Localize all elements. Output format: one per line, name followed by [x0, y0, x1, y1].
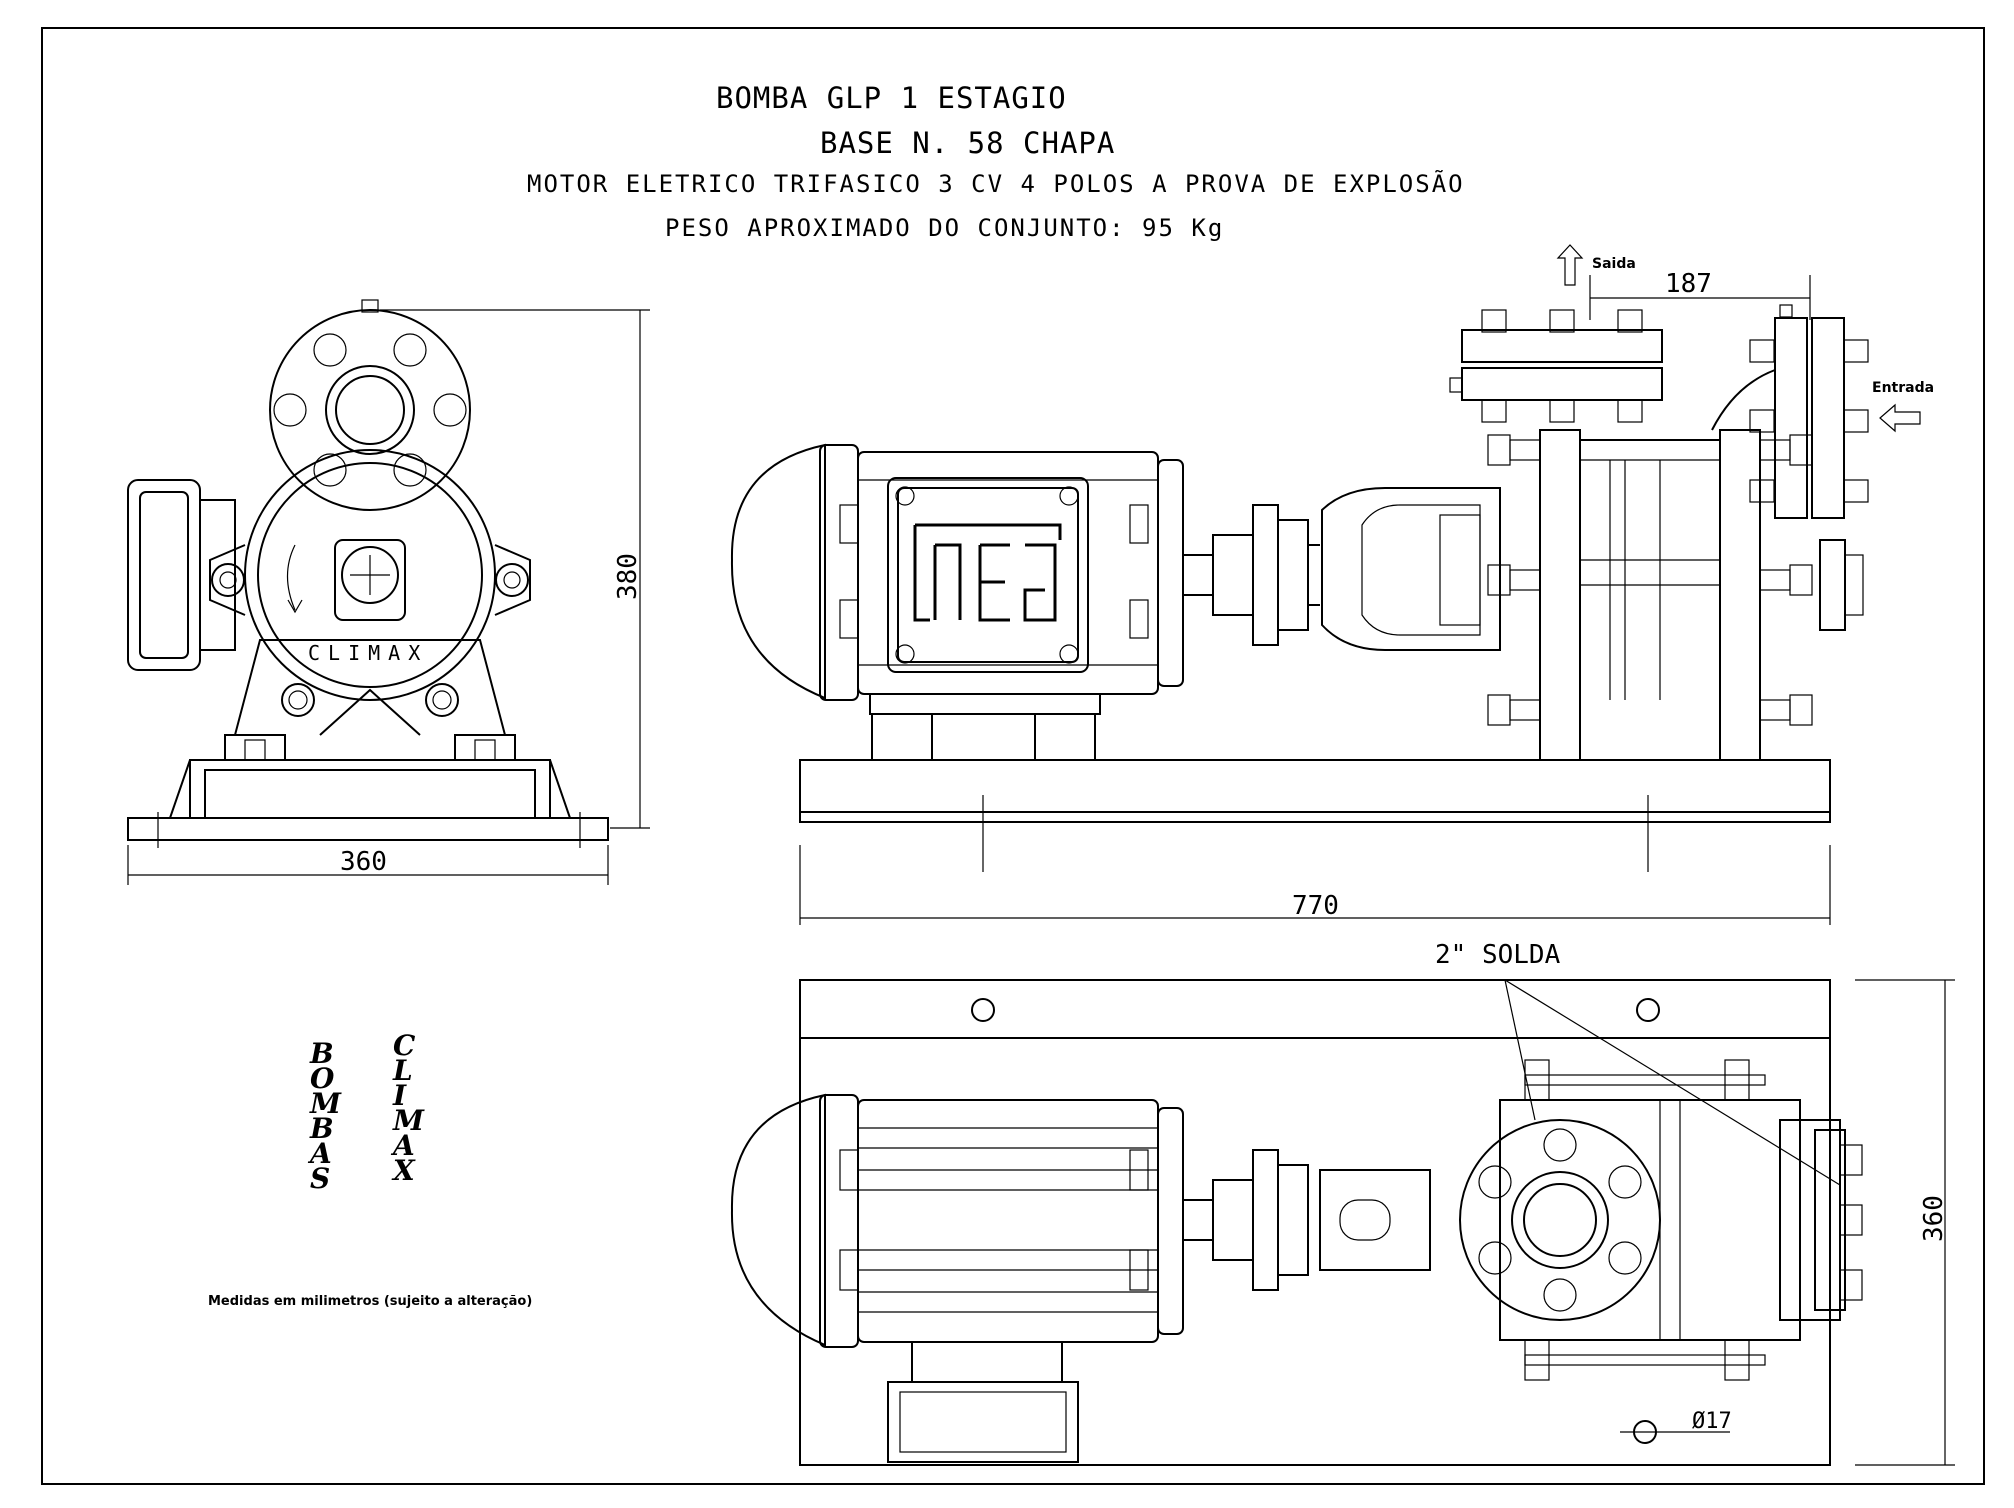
title-block: BOMBA GLP 1 ESTAGIO BASE N. 58 CHAPA MOT…: [527, 81, 1465, 242]
dim-front-width: 360: [340, 847, 387, 877]
label-inlet: Entrada: [1872, 380, 1934, 396]
front-view: CLIMAX 380 360: [127, 299, 650, 885]
measurement-note: Medidas em milimetros (sujeito a alteraç…: [208, 1294, 532, 1309]
plan-view: 2" SOLDA Ø17 360: [730, 940, 1955, 1466]
logo-bombas-6: S: [310, 1162, 330, 1195]
logo-climax-5: A: [390, 1129, 415, 1162]
dim-front-height: 380: [613, 553, 643, 600]
bombas-climax-logo: B O M B A S C L I M A X: [307, 1029, 425, 1195]
dim-plan-width: 360: [1919, 1195, 1949, 1242]
logo-bombas-3: M: [309, 1087, 342, 1120]
title-line4: PESO APROXIMADO DO CONJUNTO: 95 Kg: [665, 214, 1224, 242]
logo-bombas-5: A: [307, 1137, 332, 1170]
label-hole: Ø17: [1692, 1409, 1732, 1434]
title-line1: BOMBA GLP 1 ESTAGIO: [716, 81, 1067, 115]
logo-bombas-4: B: [309, 1112, 334, 1145]
logo-climax-6: X: [391, 1154, 416, 1187]
logo-climax-1: C: [393, 1029, 416, 1062]
label-outlet: Saida: [1592, 256, 1636, 272]
logo-bombas-2: O: [310, 1062, 335, 1095]
front-pump-brand: CLIMAX: [308, 641, 428, 665]
sheet-border: [41, 27, 1985, 1485]
logo-bombas-1: B: [309, 1037, 334, 1070]
dim-flange-offset: 187: [1665, 269, 1712, 299]
logo-climax-2: L: [392, 1054, 413, 1087]
logo-climax-3: I: [392, 1079, 407, 1112]
side-view: 770 WEG: [730, 244, 1934, 925]
logo-climax-4: M: [392, 1104, 425, 1137]
title-line3: MOTOR ELETRICO TRIFASICO 3 CV 4 POLOS A …: [527, 168, 1465, 198]
dim-side-length: 770: [1292, 891, 1339, 921]
title-line2: BASE N. 58 CHAPA: [820, 126, 1115, 160]
motor-brand: WEG: [960, 659, 962, 661]
label-weld: 2" SOLDA: [1435, 940, 1561, 970]
